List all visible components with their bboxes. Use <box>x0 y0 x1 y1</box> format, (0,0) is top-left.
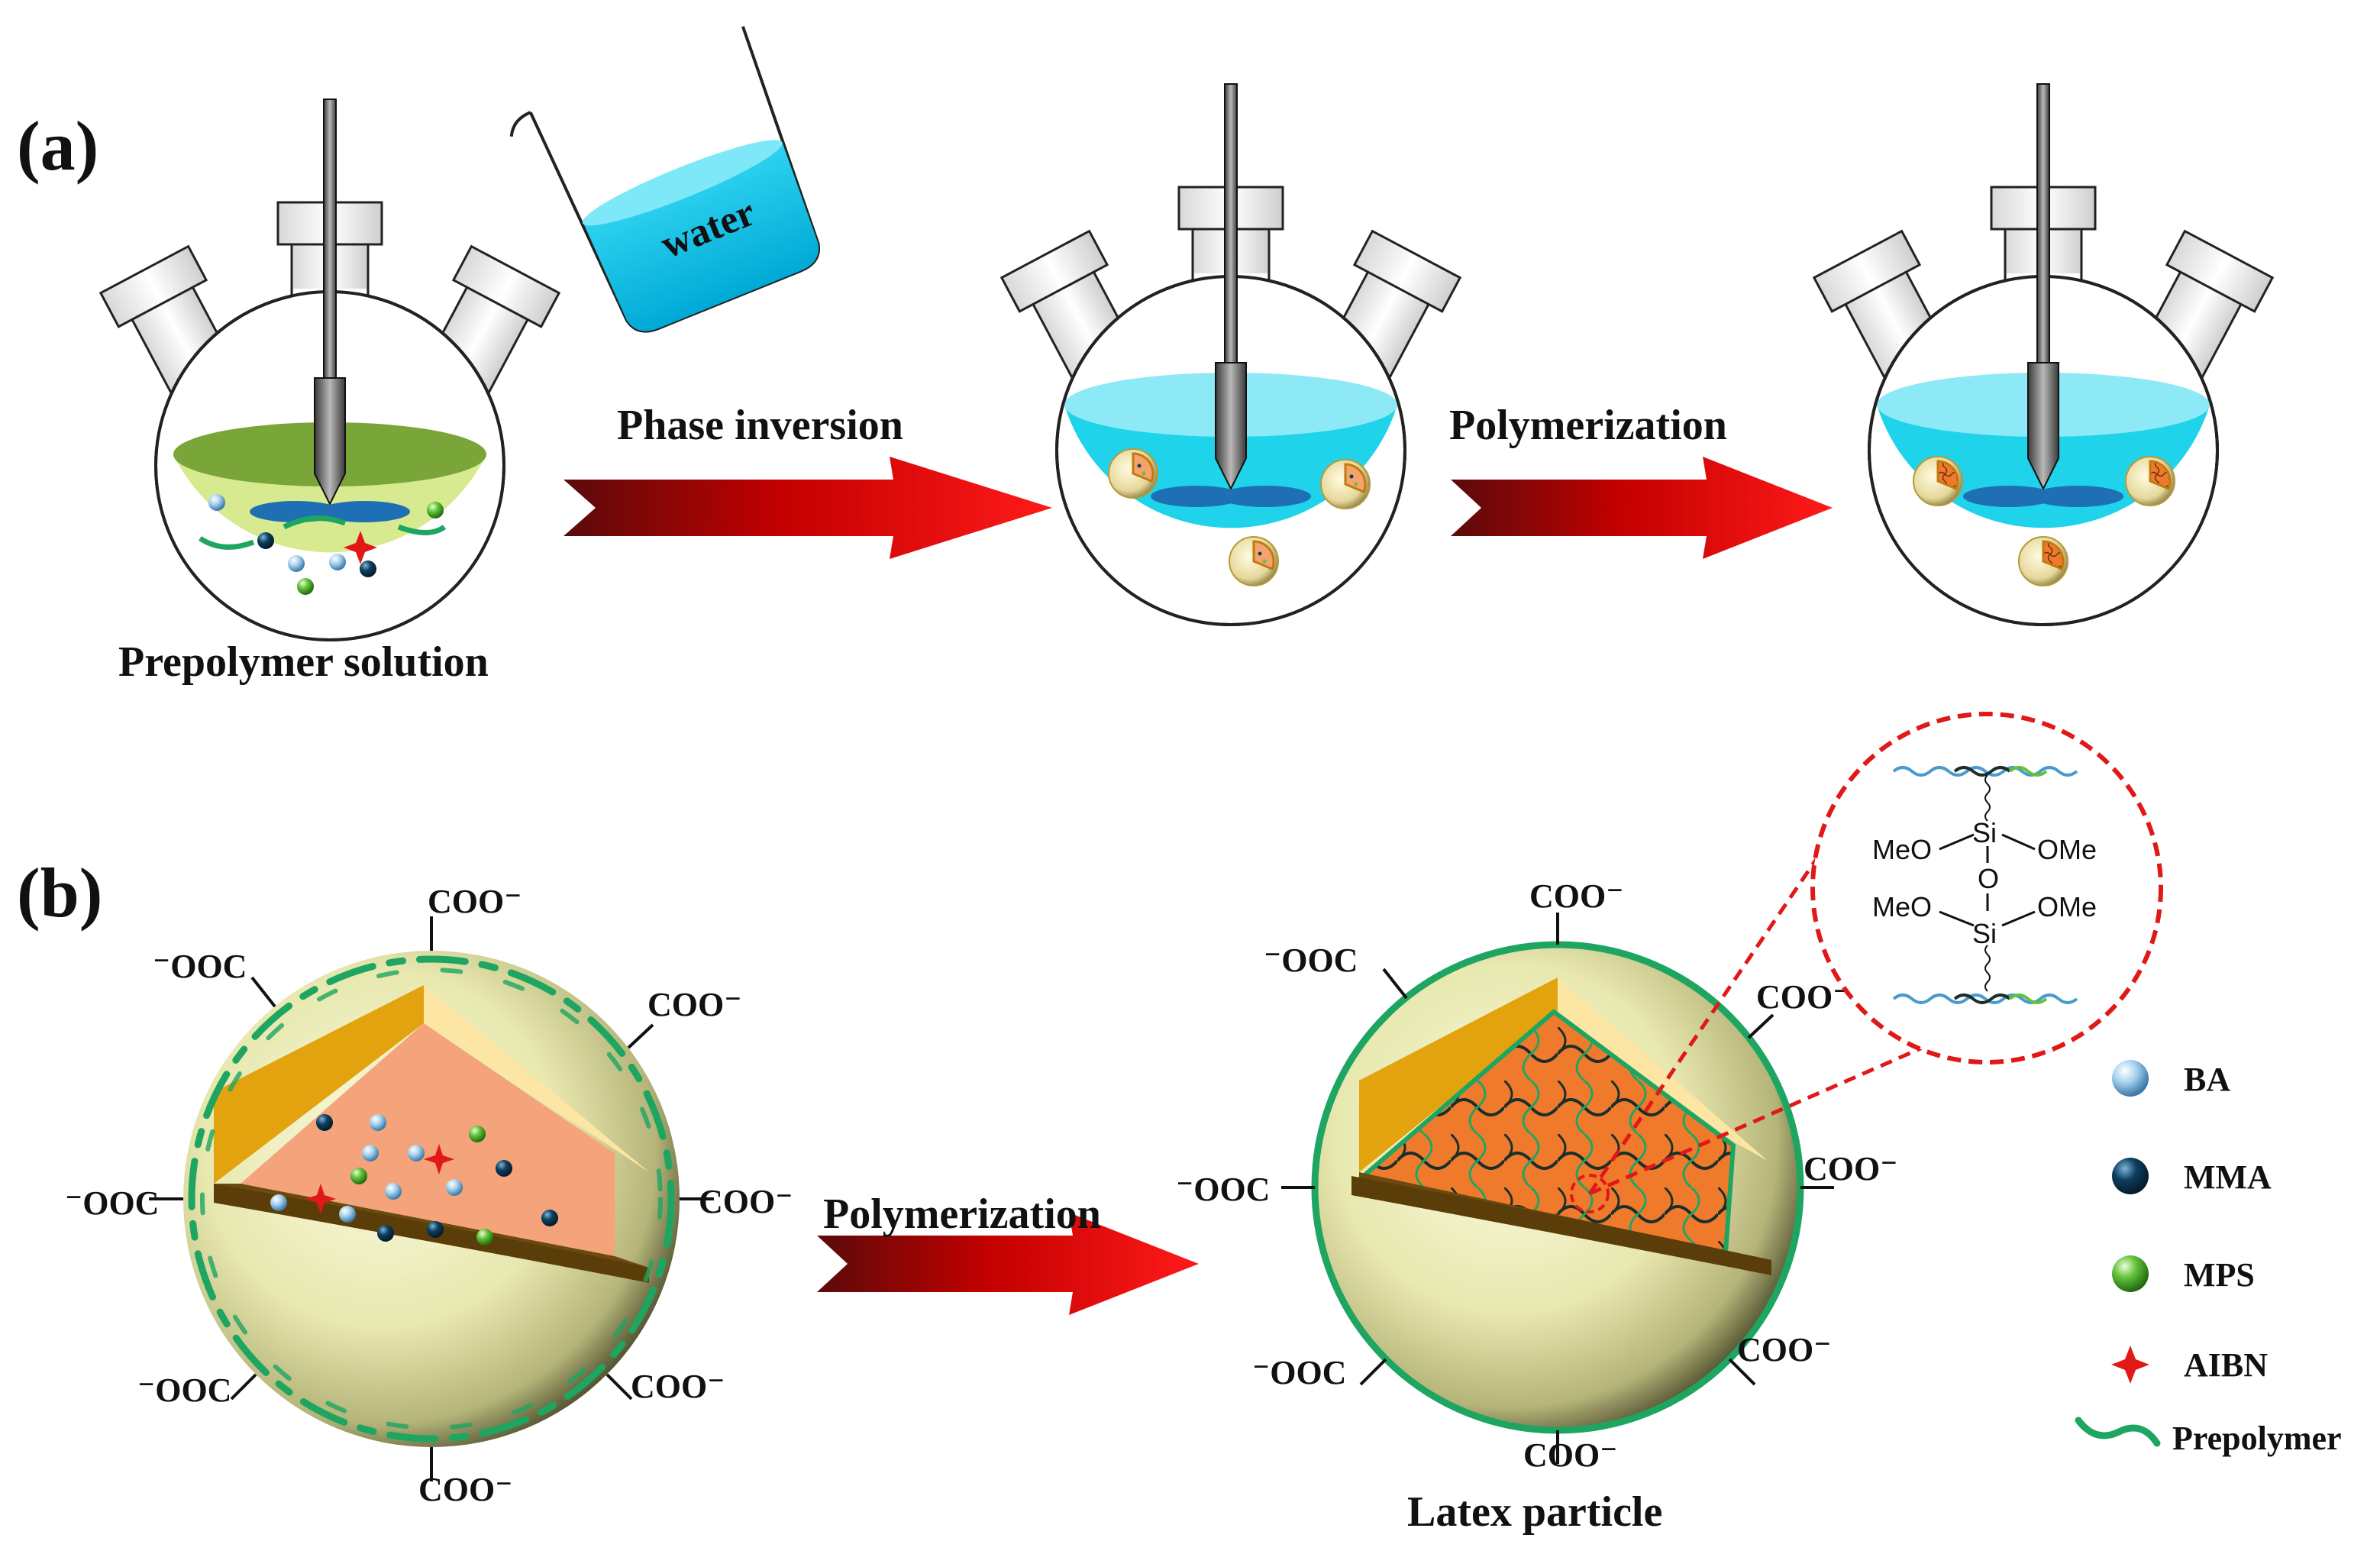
legend-aibn-label: AIBN <box>2184 1346 2268 1384</box>
legend-prepolymer-label: Prepolymer <box>2172 1420 2342 1457</box>
legend-mps-label: MPS <box>2184 1256 2255 1294</box>
latex-group-lower-left: ⁻OOC <box>1252 1354 1346 1391</box>
droplet-group-right: COO⁻ <box>699 1183 793 1220</box>
zoom-line-lower <box>1588 1036 1945 1196</box>
flask-prepolymer <box>98 99 561 641</box>
arrow-polymerization-a <box>1451 457 1833 559</box>
legend-aibn-marker <box>2111 1346 2149 1384</box>
zoom-ome-bottom: OMe <box>2037 891 2097 922</box>
zoom-meo-top: MeO <box>1872 834 1932 865</box>
legend-mma-label: MMA <box>2184 1158 2272 1196</box>
legend-ba-marker <box>2112 1060 2149 1097</box>
latex-group-bottom: COO⁻ <box>1523 1436 1617 1474</box>
droplet-group-upper-right: COO⁻ <box>647 986 741 1023</box>
panel-a-label: (a) <box>17 107 98 185</box>
legend-ba-label: BA <box>2184 1061 2230 1098</box>
caption-latex-particle: Latex particle <box>1407 1488 1662 1536</box>
flask-emulsion <box>999 83 1462 626</box>
legend: BA MMA MPS AIBN Prepolymer <box>2075 1060 2342 1457</box>
latex-group-right: COO⁻ <box>1804 1150 1897 1187</box>
latex-group-upper-right: COO⁻ <box>1756 978 1850 1016</box>
arrow2-label: Polymerization <box>1449 402 1727 449</box>
zoom-si-bottom: Si <box>1972 918 1997 949</box>
latex-group-top: COO⁻ <box>1529 877 1623 915</box>
droplet-group-upper-left: ⁻OOC <box>153 948 247 985</box>
droplet-group-bottom: COO⁻ <box>418 1471 512 1508</box>
arrow1-label: Phase inversion <box>617 402 903 449</box>
flask-latex <box>1812 83 2275 626</box>
zoom-meo-bottom: MeO <box>1872 891 1932 922</box>
zoom-ome-top: OMe <box>2037 834 2097 865</box>
latex-carboxyl-groups: COO⁻ ⁻OOC COO⁻ ⁻OOC COO⁻ ⁻OOC COO⁻ COO⁻ <box>1176 877 1897 1474</box>
droplet-group-lower-left: ⁻OOC <box>137 1371 231 1409</box>
latex-group-upper-left: ⁻OOC <box>1264 942 1358 979</box>
latex-group-left: ⁻OOC <box>1176 1171 1270 1208</box>
panel-b-label: (b) <box>17 854 102 932</box>
latex-particle <box>1281 913 1834 1464</box>
legend-prepolymer-marker <box>2075 1417 2161 1447</box>
caption-prepolymer-solution: Prepolymer solution <box>118 638 489 686</box>
droplet-group-left: ⁻OOC <box>65 1184 159 1222</box>
arrow-phase-inversion <box>564 457 1052 559</box>
legend-mma-marker <box>2112 1158 2149 1194</box>
droplet-carboxyl-groups: COO⁻ ⁻OOC COO⁻ ⁻OOC COO⁻ ⁻OOC COO⁻ COO⁻ <box>65 883 793 1508</box>
arrow-polymerization-b <box>817 1213 1199 1315</box>
latex-group-lower-right: COO⁻ <box>1737 1331 1831 1368</box>
zoom-si-top: Si <box>1972 817 1997 848</box>
droplet-group-lower-right: COO⁻ <box>631 1368 725 1405</box>
legend-mps-marker <box>2112 1255 2149 1292</box>
droplet-group-top: COO⁻ <box>428 883 522 920</box>
zoom-oxygen: O <box>1978 863 1999 894</box>
arrow-b-label: Polymerization <box>823 1191 1101 1238</box>
water-beaker: water <box>509 26 821 333</box>
siloxane-zoom: Si O Si MeO OMe MeO OMe <box>1810 712 2163 1065</box>
prepolymer-droplet <box>149 916 714 1481</box>
